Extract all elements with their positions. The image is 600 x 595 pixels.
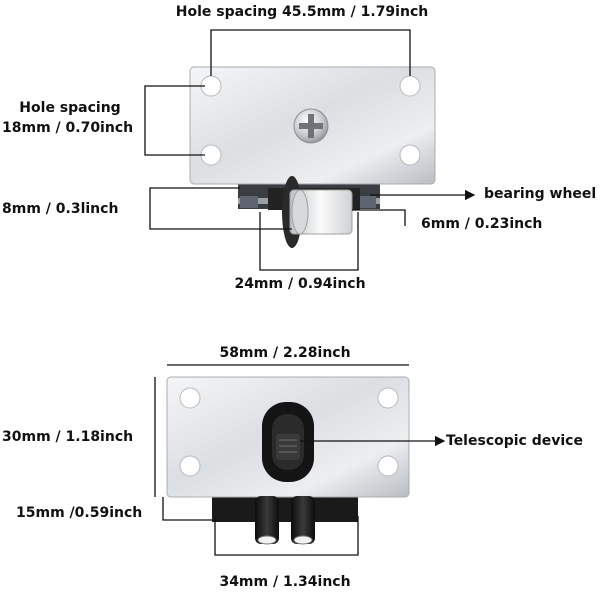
dim-hole-spacing-height [144, 85, 205, 156]
label-wheel-thickness: 6mm / 0.23inch [421, 216, 543, 232]
label-width: 58mm / 2.28inch [219, 345, 351, 361]
label-roller-span: 34mm / 1.34inch [219, 574, 351, 590]
label-telescopic-device: Telescopic device [446, 433, 583, 449]
rollers [255, 496, 315, 545]
bottom-hole-bottom-left [179, 455, 201, 477]
label-hole-spacing-height-line1: Hole spacing [19, 100, 121, 116]
label-hole-spacing-height-line2: 18mm / 0.70inch [2, 120, 134, 136]
bottom-housing [212, 496, 358, 522]
dim-roller-span [214, 516, 359, 556]
telescopic-device [262, 402, 314, 482]
label-hole-spacing-width: Hole spacing 45.5mm / 1.79inch [175, 4, 429, 20]
dim-hole-spacing-width [210, 29, 411, 76]
label-depth: 15mm /0.59inch [16, 505, 143, 521]
label-bearing-wheel: bearing wheel [484, 186, 597, 202]
bottom-hole-top-right [377, 387, 399, 409]
dim-depth [162, 497, 212, 521]
top-hole-bottom-right [399, 144, 421, 166]
dim-wheel-diameter [259, 212, 359, 271]
top-view-product [189, 66, 436, 248]
top-dimension-lines [144, 29, 476, 271]
top-hole-top-right [399, 75, 421, 97]
bottom-hole-top-left [179, 387, 201, 409]
top-clip-right [358, 196, 376, 208]
label-thickness: 8mm / 0.3linch [2, 201, 119, 217]
label-wheel-diameter: 24mm / 0.94inch [234, 276, 366, 292]
dim-thickness [149, 187, 292, 230]
dim-wheel-thickness [352, 209, 406, 226]
phillips-screw-icon [293, 108, 329, 144]
bottom-dimension-lines [154, 364, 446, 556]
bottom-view-product [166, 376, 410, 545]
bottom-hole-bottom-right [377, 455, 399, 477]
top-clip-left [240, 196, 258, 208]
label-height: 30mm / 1.18inch [2, 429, 134, 445]
bearing-wheel [268, 176, 360, 248]
